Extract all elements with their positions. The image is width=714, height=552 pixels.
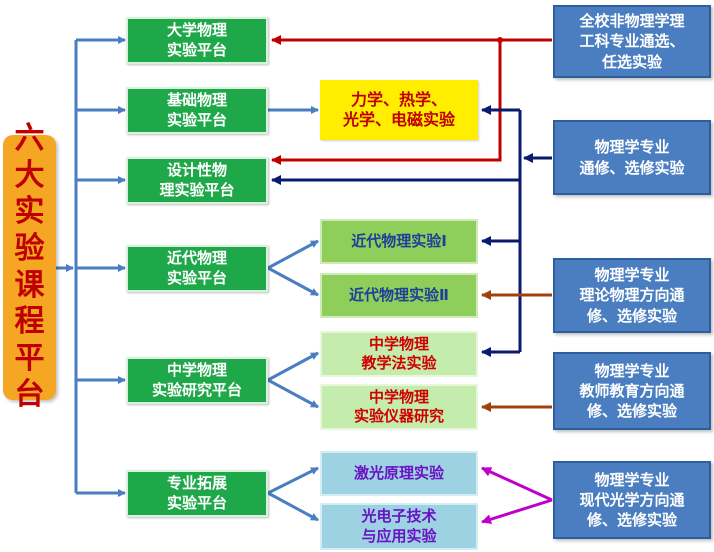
experiment-modern-physics-1: 近代物理实验Ⅰ	[320, 219, 478, 264]
audience-non-physics-students: 全校非物理学理 工科专业通选、 任选实验	[553, 5, 711, 78]
platform-basic-physics: 基础物理 实验平台	[126, 87, 268, 134]
platform-modern-physics: 近代物理 实验平台	[126, 245, 268, 292]
middle-school-split-arrow	[267, 378, 319, 409]
experiment-modern-physics-2: 近代物理实验Ⅱ	[320, 273, 478, 318]
audience-physics-general: 物理学专业 通修、选修实验	[553, 120, 711, 195]
extension-split-arrow	[267, 491, 319, 522]
modern-split-arrow	[267, 239, 319, 270]
experiment-laser-principles: 激光原理实验	[320, 451, 478, 496]
platform-specialty-extension: 专业拓展 实验平台	[126, 470, 268, 517]
platform-middle-school-physics: 中学物理 实验研究平台	[126, 357, 268, 404]
modern-split-arrow	[267, 266, 319, 297]
audience-physics-modern-optics: 物理学专业 现代光学方向通 修、选修实验	[553, 461, 711, 539]
experiment-mechanics-thermal-optics-em: 力学、热学、 光学、电磁实验	[320, 80, 478, 140]
magenta-arrow	[481, 498, 553, 525]
audience-physics-theoretical: 物理学专业 理论物理方向通 修、选修实验	[553, 258, 711, 333]
experiment-instrument-research: 中学物理 实验仪器研究	[320, 384, 478, 430]
root-node-six-platforms: 六 大 实 验 课 程 平 台	[3, 121, 56, 412]
experiment-optoelectronics: 光电子技术 与应用实验	[320, 503, 478, 550]
audience-physics-teacher-education: 物理学专业 教师教育方向通 修、选修实验	[553, 352, 711, 430]
platform-university-physics: 大学物理 实验平台	[126, 17, 268, 64]
extension-split-arrow	[267, 466, 319, 495]
experiment-teaching-method: 中学物理 教学法实验	[320, 331, 478, 377]
red-junction	[497, 37, 503, 43]
magenta-arrow	[481, 466, 553, 502]
red-arrow	[271, 40, 502, 165]
middle-school-split-arrow	[267, 351, 319, 382]
platform-design-physics: 设计性物 理实验平台	[126, 157, 268, 204]
